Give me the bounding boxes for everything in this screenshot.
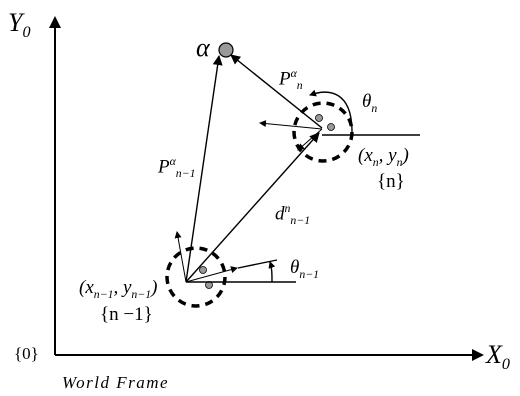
- robot-n1-coord-label: (xn−1, yn−1): [79, 278, 157, 301]
- vector-p-n-alpha: [230, 54, 323, 129]
- robot-n-coord-y-sub: n: [396, 155, 403, 169]
- vector-d-n1-n-base: d: [275, 203, 285, 225]
- robot-n1-coord-y-sub: n−1: [131, 287, 152, 301]
- vector-d-n1-n-label: dnn−1: [275, 203, 310, 227]
- robot-n-local-x-axis: [259, 120, 323, 130]
- vector-p-n-alpha-label: Pαn: [279, 68, 303, 92]
- robot-n-angle-arc: [309, 89, 353, 133]
- vector-p-n1-alpha-label: Pαn−1: [158, 156, 196, 180]
- robot-n-coord-open: (x: [358, 145, 373, 166]
- robot-n1-coord-x-sub: n−1: [93, 287, 114, 301]
- vector-p-n1-alpha: [185, 55, 223, 283]
- robot-n1-angle-label: θn−1: [290, 258, 319, 281]
- robot-n1-wheel-a: [199, 266, 207, 274]
- robot-n-local-y-axis: [297, 128, 323, 151]
- robot-n-coord-mid: , y: [378, 145, 397, 166]
- vector-p-n-alpha-sub: n: [296, 79, 303, 93]
- y-axis-label: Y0: [8, 10, 31, 41]
- world-frame-caption: World Frame: [62, 373, 170, 392]
- robot-n-coord-x-sub: n: [372, 155, 379, 169]
- robot-n1-frame-label: {n −1}: [100, 304, 153, 325]
- vector-d-n1-n: [185, 132, 320, 283]
- y-axis-label-base: Y: [8, 8, 23, 37]
- robot-n1-coord-mid: , y: [113, 277, 132, 298]
- robot-n1-body: [165, 246, 227, 308]
- robot-n-wheel-a: [315, 114, 323, 122]
- x-axis-label-sub: 0: [501, 356, 510, 374]
- target-point: [218, 42, 234, 58]
- x-axis-label: X0: [486, 342, 510, 373]
- robot-n1-local-x-axis: [174, 231, 187, 283]
- robot-n1-angle-arc: [268, 261, 276, 283]
- robot-n-angle-sub: n: [371, 101, 378, 115]
- vector-p-n1-alpha-sub: n−1: [175, 167, 196, 181]
- vector-d-n1-n-sub: n−1: [290, 214, 311, 228]
- target-label: α: [196, 33, 210, 62]
- robot-n-coord-close: ): [402, 145, 409, 166]
- robot-n-angle-base: θ: [362, 91, 372, 112]
- robot-n-angle-label: θn: [362, 92, 377, 115]
- vector-d-n1-n-sup: n: [284, 202, 291, 215]
- vector-p-n-alpha-sup: α: [290, 67, 297, 80]
- vector-p-n1-alpha-base: P: [158, 156, 170, 178]
- robot-n1-angle-base: θ: [290, 257, 300, 278]
- origin-label: {0}: [14, 344, 39, 363]
- robot-n1-coord-open: (x: [79, 277, 94, 298]
- robot-n-frame-label: {n}: [377, 171, 405, 192]
- y-axis-label-sub: 0: [22, 24, 31, 42]
- vector-p-n1-alpha-sup: α: [169, 155, 176, 168]
- robot-n1-coord-close: ): [151, 277, 158, 298]
- x-axis-label-base: X: [486, 340, 502, 369]
- robot-n1-local-y-axis: [185, 266, 238, 283]
- vector-p-n-alpha-base: P: [279, 68, 291, 90]
- robot-n-coord-label: (xn, yn): [358, 146, 409, 169]
- robot-n-wheel-b: [327, 123, 335, 131]
- robot-n1-angle-sub: n−1: [299, 267, 320, 281]
